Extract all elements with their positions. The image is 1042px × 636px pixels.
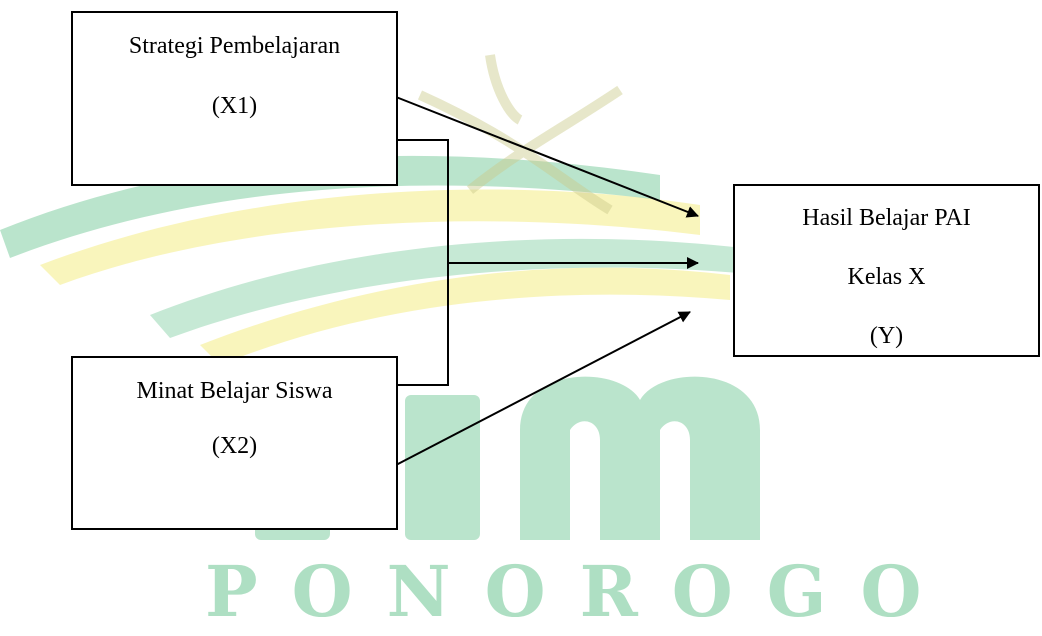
watermark-book <box>417 54 623 215</box>
joint-bracket <box>396 139 449 386</box>
box-x1-strategi-pembelajaran: Strategi Pembelajaran (X1) <box>71 11 398 186</box>
arrow-x1-to-y <box>395 96 699 218</box>
box-y-code: (Y) <box>869 323 904 349</box>
box-x1-title: Strategi Pembelajaran <box>128 33 341 59</box>
box-y-subtitle: Kelas X <box>847 264 926 290</box>
watermark-text: PONOROGO <box>205 550 956 633</box>
box-x1-code: (X1) <box>211 93 258 119</box>
box-x2-minat-belajar-siswa: Minat Belajar Siswa (X2) <box>71 356 398 530</box>
box-x2-code: (X2) <box>211 433 258 459</box>
box-y-hasil-belajar: Hasil Belajar PAI Kelas X (Y) <box>733 184 1040 357</box>
box-x2-title: Minat Belajar Siswa <box>136 378 333 404</box>
watermark-swoosh-yellow-top <box>40 189 700 285</box>
arrow-x2-to-y <box>395 311 691 466</box>
watermark-swoosh-yellow-bottom <box>200 267 730 365</box>
box-y-title: Hasil Belajar PAI <box>802 205 971 231</box>
